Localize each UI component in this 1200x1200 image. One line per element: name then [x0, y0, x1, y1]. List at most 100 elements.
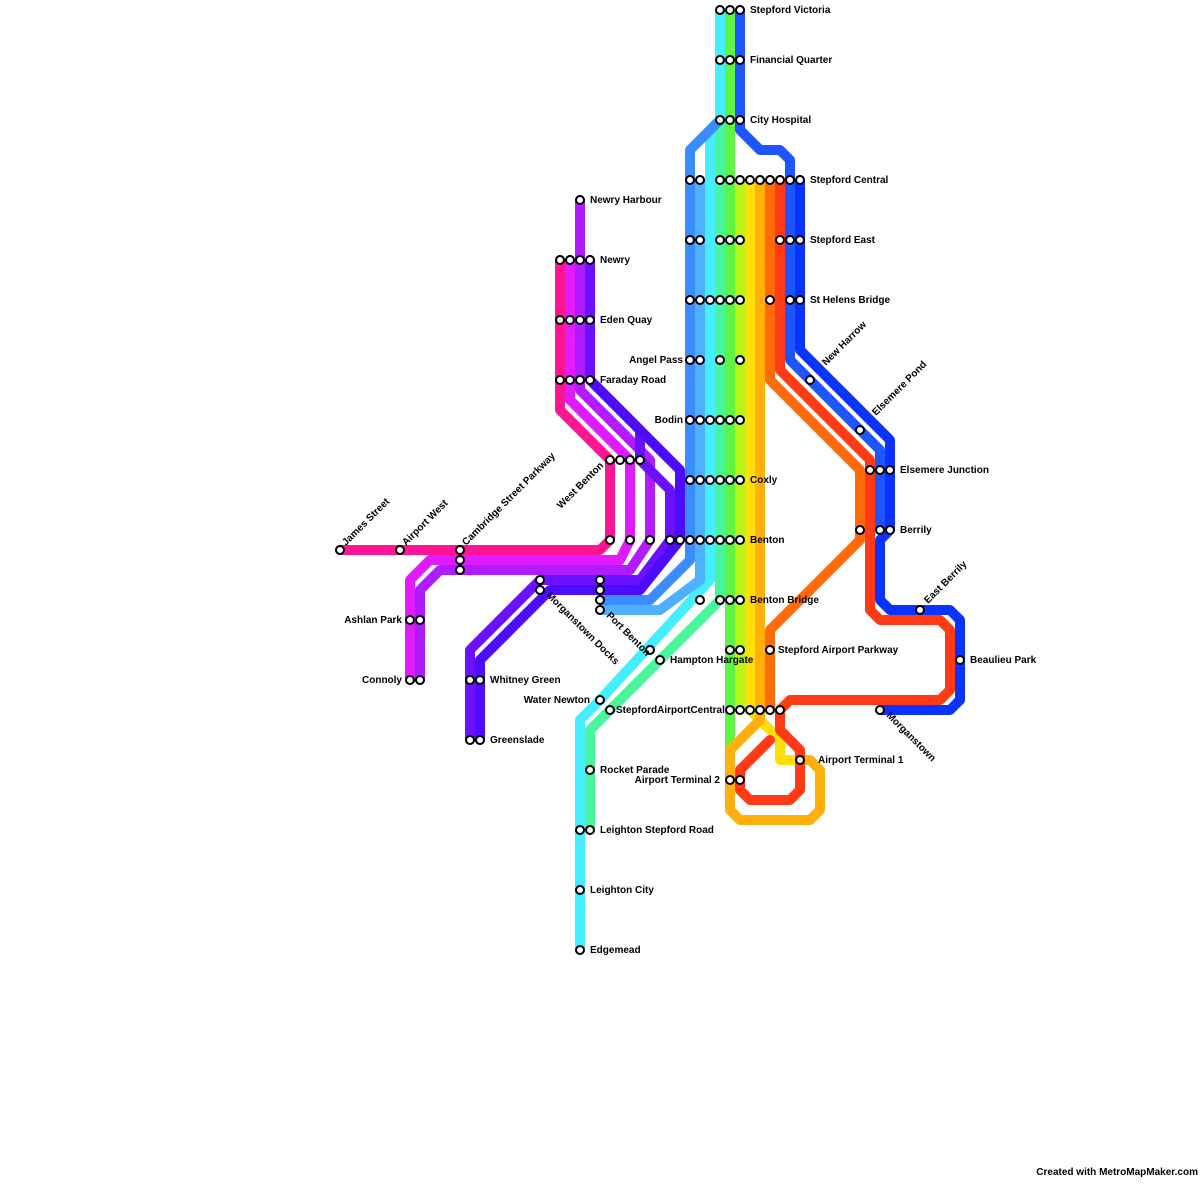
station-marker[interactable]	[535, 585, 545, 595]
station-east-berrily[interactable]	[915, 605, 925, 615]
station-marker[interactable]	[765, 705, 775, 715]
line-pink-violet[interactable]	[405, 255, 635, 685]
station-marker[interactable]	[715, 5, 725, 15]
line-sky-blue[interactable]	[595, 175, 705, 615]
station-marker[interactable]	[775, 705, 785, 715]
station-marker[interactable]	[795, 295, 805, 305]
station-marker[interactable]	[735, 535, 745, 545]
station-marker[interactable]	[805, 375, 815, 385]
station-marker[interactable]	[765, 295, 775, 305]
station-marker[interactable]	[695, 295, 705, 305]
station-hampton-hargate[interactable]	[645, 645, 745, 665]
station-marker[interactable]	[695, 355, 705, 365]
station-marker[interactable]	[405, 615, 415, 625]
station-marker[interactable]	[575, 315, 585, 325]
station-cambridge-street-parkway[interactable]	[455, 545, 465, 575]
station-airport-west[interactable]	[395, 545, 405, 555]
line-light-blue[interactable]	[595, 115, 725, 605]
station-stepford-east[interactable]	[685, 235, 805, 245]
station-marker[interactable]	[725, 235, 735, 245]
station-marker[interactable]	[585, 825, 595, 835]
station-marker[interactable]	[775, 175, 785, 185]
station-greenslade[interactable]	[465, 735, 485, 745]
station-new-harrow[interactable]	[805, 375, 815, 385]
station-marker[interactable]	[725, 295, 735, 305]
station-marker[interactable]	[635, 455, 645, 465]
station-marker[interactable]	[575, 375, 585, 385]
station-marker[interactable]	[625, 455, 635, 465]
station-airport-terminal-2[interactable]	[725, 775, 745, 785]
station-marker[interactable]	[585, 765, 595, 775]
line-orange[interactable]	[765, 175, 865, 715]
station-marker[interactable]	[755, 175, 765, 185]
station-marker[interactable]	[885, 525, 895, 535]
station-elsemere-pond[interactable]	[855, 425, 865, 435]
station-marker[interactable]	[555, 255, 565, 265]
line-purple[interactable]	[415, 195, 655, 685]
station-marker[interactable]	[875, 705, 885, 715]
station-marker[interactable]	[735, 475, 745, 485]
station-airport-terminal-1[interactable]	[795, 755, 805, 765]
station-marker[interactable]	[565, 315, 575, 325]
station-marker[interactable]	[875, 465, 885, 475]
station-marker[interactable]	[765, 645, 775, 655]
station-morganstown-docks[interactable]	[535, 575, 545, 595]
station-berrily[interactable]	[855, 525, 895, 535]
station-marker[interactable]	[715, 355, 725, 365]
station-connoly[interactable]	[405, 675, 425, 685]
station-marker[interactable]	[585, 315, 595, 325]
station-marker[interactable]	[755, 705, 765, 715]
station-newry[interactable]	[555, 255, 595, 265]
station-marker[interactable]	[685, 535, 695, 545]
station-west-benton[interactable]	[605, 455, 655, 545]
station-marker[interactable]	[395, 545, 405, 555]
station-marker[interactable]	[715, 535, 725, 545]
station-marker[interactable]	[575, 825, 585, 835]
station-marker[interactable]	[595, 575, 605, 585]
station-marker[interactable]	[745, 175, 755, 185]
station-marker[interactable]	[915, 605, 925, 615]
station-city-hospital[interactable]	[715, 115, 745, 125]
station-marker[interactable]	[725, 595, 735, 605]
station-marker[interactable]	[735, 295, 745, 305]
station-stepford-central[interactable]	[685, 175, 805, 185]
station-marker[interactable]	[725, 775, 735, 785]
station-marker[interactable]	[675, 535, 685, 545]
station-marker[interactable]	[625, 535, 635, 545]
station-marker[interactable]	[795, 755, 805, 765]
station-marker[interactable]	[695, 235, 705, 245]
station-edgemead[interactable]	[575, 945, 585, 955]
station-stepford-victoria[interactable]	[715, 5, 745, 15]
station-marker[interactable]	[785, 235, 795, 245]
station-marker[interactable]	[735, 415, 745, 425]
station-marker[interactable]	[705, 415, 715, 425]
station-marker[interactable]	[335, 545, 345, 555]
station-marker[interactable]	[615, 455, 625, 465]
station-marker[interactable]	[605, 705, 615, 715]
station-benton-bridge[interactable]	[695, 595, 745, 605]
station-marker[interactable]	[465, 675, 475, 685]
station-marker[interactable]	[735, 775, 745, 785]
station-beaulieu-park[interactable]	[955, 655, 965, 665]
station-leighton-stepford-road[interactable]	[575, 825, 595, 835]
station-marker[interactable]	[685, 415, 695, 425]
station-eden-quay[interactable]	[555, 315, 595, 325]
station-ashlan-park[interactable]	[405, 615, 425, 625]
station-marker[interactable]	[725, 705, 735, 715]
station-angel-pass[interactable]	[685, 355, 745, 365]
station-marker[interactable]	[855, 525, 865, 535]
station-marker[interactable]	[565, 375, 575, 385]
station-port-benton[interactable]	[595, 575, 605, 615]
station-marker[interactable]	[695, 535, 705, 545]
station-rocket-parade[interactable]	[585, 765, 595, 775]
station-marker[interactable]	[725, 645, 735, 655]
station-marker[interactable]	[405, 675, 415, 685]
station-marker[interactable]	[715, 295, 725, 305]
station-marker[interactable]	[685, 175, 695, 185]
station-marker[interactable]	[725, 5, 735, 15]
station-marker[interactable]	[705, 295, 715, 305]
station-marker[interactable]	[855, 425, 865, 435]
station-marker[interactable]	[695, 595, 705, 605]
station-marker[interactable]	[475, 735, 485, 745]
station-marker[interactable]	[415, 615, 425, 625]
